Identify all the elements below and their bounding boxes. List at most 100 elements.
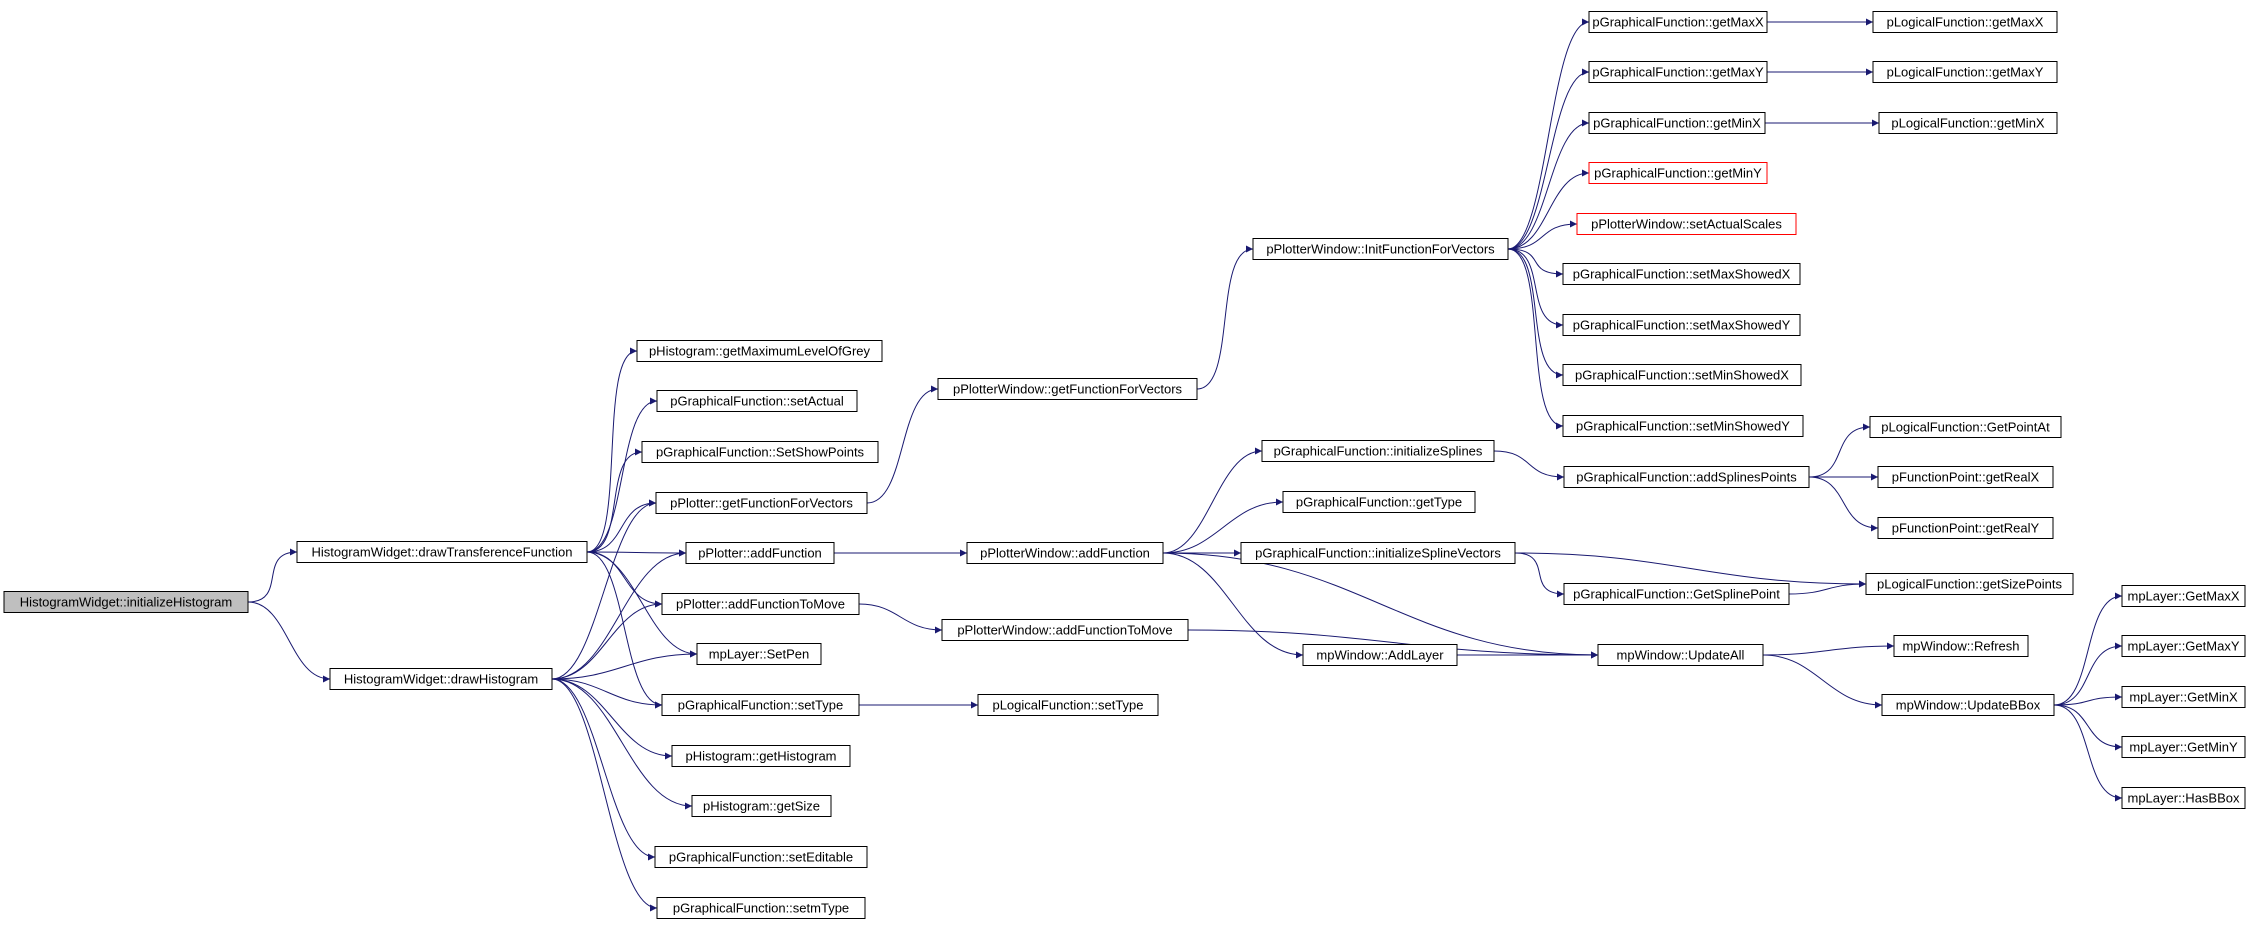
graph-node[interactable]: pGraphicalFunction::setType [661,694,860,716]
graph-node-box[interactable] [2121,635,2246,657]
graph-node-box[interactable] [1872,11,2058,33]
graph-node[interactable]: pGraphicalFunction::getMinY [1588,162,1768,184]
graph-node[interactable]: pLogicalFunction::getSizePoints [1865,573,2074,595]
graph-node-box[interactable] [671,745,851,767]
graph-node-box[interactable] [1563,583,1790,605]
graph-node-box[interactable] [1240,542,1516,564]
graph-node[interactable]: pLogicalFunction::setType [977,694,1159,716]
graph-node-box[interactable] [691,795,832,817]
graph-node-box[interactable] [636,340,883,362]
graph-node[interactable]: mpLayer::HasBBox [2121,787,2246,809]
graph-node-box[interactable] [1261,440,1495,462]
graph-node[interactable]: mpWindow::UpdateAll [1597,644,1764,666]
graph-node[interactable]: mpLayer::SetPen [696,643,822,665]
graph-node[interactable]: mpLayer::GetMaxX [2121,585,2246,607]
graph-node-box[interactable] [661,694,860,716]
graph-node-box[interactable] [1878,112,2058,134]
graph-node-box[interactable] [1588,162,1768,184]
graph-node[interactable]: pPlotterWindow::getFunctionForVectors [937,378,1198,400]
graph-node-box[interactable] [1872,61,2058,83]
graph-node[interactable]: pPlotterWindow::addFunction [966,542,1164,564]
graph-node[interactable]: mpLayer::GetMinX [2121,686,2246,708]
graph-node-box[interactable] [1252,238,1509,260]
graph-node[interactable]: pLogicalFunction::getMaxX [1872,11,2058,33]
graph-node-box[interactable] [1282,491,1476,513]
graph-node[interactable]: mpWindow::Refresh [1893,635,2029,657]
graph-node-box[interactable] [1576,213,1797,235]
graph-node[interactable]: pGraphicalFunction::setActual [656,390,858,412]
graph-node[interactable]: mpWindow::UpdateBBox [1881,694,2055,716]
graph-node[interactable]: pLogicalFunction::GetPointAt [1869,416,2062,438]
graph-node[interactable]: pPlotter::getFunctionForVectors [655,492,868,514]
graph-node-box[interactable] [296,541,588,563]
graph-node-box[interactable] [2121,686,2246,708]
graph-node[interactable]: pGraphicalFunction::addSplinesPoints [1563,466,1810,488]
graph-node-box[interactable] [329,668,553,690]
graph-node-box[interactable] [696,643,822,665]
graph-node[interactable]: pHistogram::getSize [691,795,832,817]
graph-node-box[interactable] [654,846,868,868]
graph-node-box[interactable] [1562,364,1802,386]
graph-node[interactable]: pGraphicalFunction::setMaxShowedX [1562,263,1801,285]
graph-node[interactable]: pGraphicalFunction::getMaxY [1588,61,1768,83]
graph-node-box[interactable] [1597,644,1764,666]
graph-node-box[interactable] [3,591,249,613]
graph-node-box[interactable] [977,694,1159,716]
graph-node-box[interactable] [1877,517,2054,539]
graph-node[interactable]: pGraphicalFunction::setMinShowedY [1562,415,1804,437]
graph-node[interactable]: pGraphicalFunction::SetShowPoints [641,441,879,463]
graph-node-box[interactable] [966,542,1164,564]
graph-node[interactable]: pFunctionPoint::getRealX [1877,466,2054,488]
graph-node[interactable]: pPlotterWindow::setActualScales [1576,213,1797,235]
graph-node-box[interactable] [1562,314,1801,336]
graph-node[interactable]: pGraphicalFunction::setMinShowedX [1562,364,1802,386]
graph-node[interactable]: pGraphicalFunction::getMaxX [1588,11,1768,33]
graph-node[interactable]: HistogramWidget::initializeHistogram [3,591,249,613]
graph-node-box[interactable] [1563,466,1810,488]
graph-node-box[interactable] [641,441,879,463]
graph-node[interactable]: pGraphicalFunction::GetSplinePoint [1563,583,1790,605]
graph-node[interactable]: mpWindow::AddLayer [1302,644,1458,666]
graph-node-box[interactable] [1562,263,1801,285]
graph-node[interactable]: pFunctionPoint::getRealY [1877,517,2054,539]
graph-node[interactable]: pGraphicalFunction::setMaxShowedY [1562,314,1801,336]
graph-node-box[interactable] [1588,11,1768,33]
graph-node-box[interactable] [2121,787,2246,809]
graph-node-box[interactable] [655,492,868,514]
graph-node[interactable]: HistogramWidget::drawHistogram [329,668,553,690]
graph-node-box[interactable] [1877,466,2054,488]
graph-node-box[interactable] [1881,694,2055,716]
graph-node-box[interactable] [2121,585,2246,607]
graph-node[interactable]: pPlotterWindow::InitFunctionForVectors [1252,238,1509,260]
graph-node-box[interactable] [685,542,835,564]
graph-node-box[interactable] [1302,644,1458,666]
graph-node-box[interactable] [661,593,860,615]
graph-node-box[interactable] [1865,573,2074,595]
graph-node-box[interactable] [656,897,866,919]
graph-node[interactable]: pGraphicalFunction::getType [1282,491,1476,513]
graph-node-box[interactable] [1869,416,2062,438]
graph-node[interactable]: pGraphicalFunction::setEditable [654,846,868,868]
graph-node[interactable]: pGraphicalFunction::setmType [656,897,866,919]
graph-node[interactable]: pPlotterWindow::addFunctionToMove [941,619,1189,641]
graph-node[interactable]: pGraphicalFunction::getMinX [1588,112,1766,134]
graph-node-box[interactable] [941,619,1189,641]
graph-node-box[interactable] [1893,635,2029,657]
graph-node[interactable]: pHistogram::getMaximumLevelOfGrey [636,340,883,362]
graph-node[interactable]: mpLayer::GetMinY [2121,736,2246,758]
graph-node[interactable]: mpLayer::GetMaxY [2121,635,2246,657]
graph-node[interactable]: pPlotter::addFunction [685,542,835,564]
graph-node[interactable]: pHistogram::getHistogram [671,745,851,767]
graph-node-box[interactable] [937,378,1198,400]
graph-node[interactable]: HistogramWidget::drawTransferenceFunctio… [296,541,588,563]
graph-node[interactable]: pLogicalFunction::getMinX [1878,112,2058,134]
graph-node-box[interactable] [2121,736,2246,758]
graph-node[interactable]: pPlotter::addFunctionToMove [661,593,860,615]
graph-node[interactable]: pGraphicalFunction::initializeSplineVect… [1240,542,1516,564]
graph-node-box[interactable] [656,390,858,412]
graph-node-box[interactable] [1562,415,1804,437]
graph-node[interactable]: pGraphicalFunction::initializeSplines [1261,440,1495,462]
graph-node-box[interactable] [1588,61,1768,83]
graph-node-box[interactable] [1588,112,1766,134]
graph-node[interactable]: pLogicalFunction::getMaxY [1872,61,2058,83]
